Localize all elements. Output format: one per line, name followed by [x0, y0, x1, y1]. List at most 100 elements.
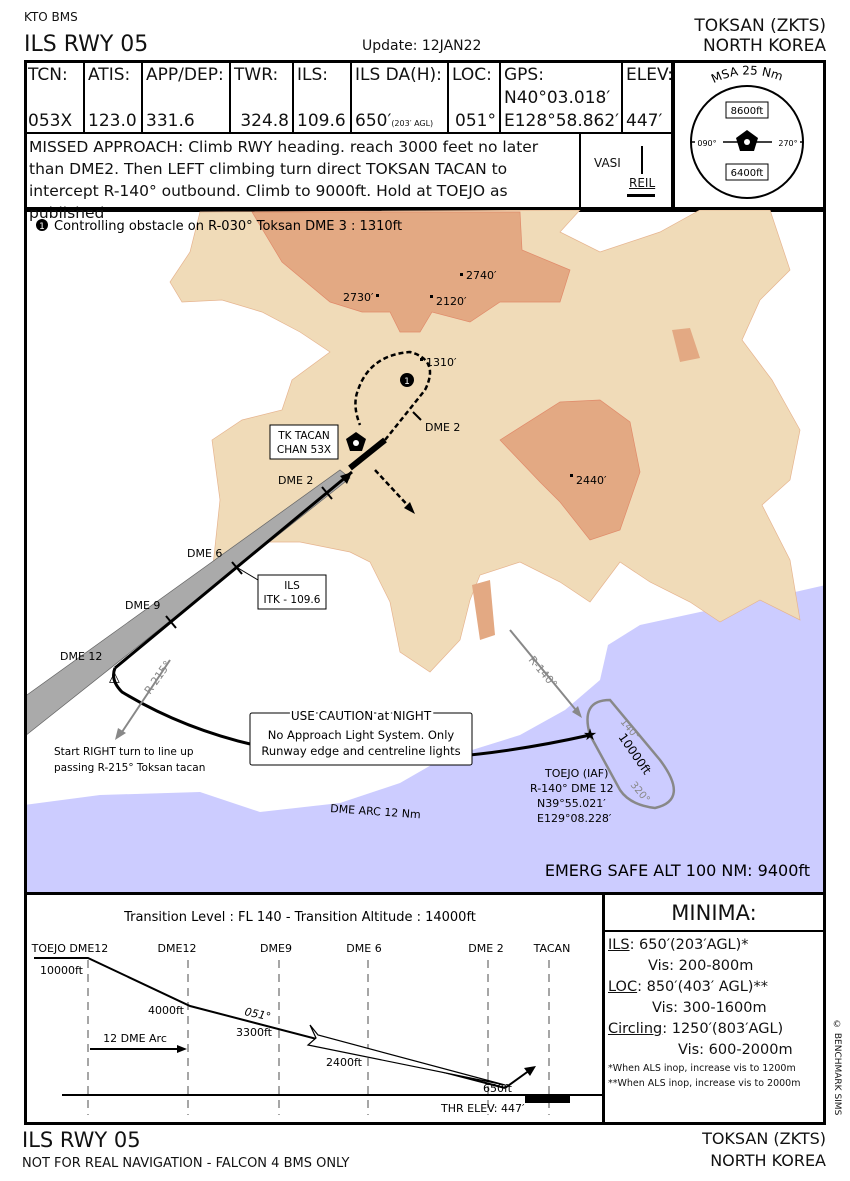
- minima-circling: Circling: 1250′(803′AGL): [608, 1021, 784, 1037]
- info-atis: ATIS:123.0: [84, 62, 142, 133]
- svg-text:TACAN: TACAN: [533, 942, 571, 955]
- tacan-icon: [346, 432, 366, 451]
- svg-text:DME 6: DME 6: [187, 547, 222, 560]
- svg-text:E129°08.228′: E129°08.228′: [537, 812, 612, 825]
- msa-right-bearing: 270°: [778, 139, 797, 148]
- minima-loc-vis: Vis: 300-1600m: [652, 1000, 767, 1016]
- minima-loc: LOC: 850′(403′ AGL)**: [608, 979, 768, 995]
- r140-line: [509, 629, 581, 716]
- runway-profile: [525, 1095, 570, 1103]
- tacan-name: TK TACAN: [277, 430, 330, 442]
- minima-ils: ILS: 650′(203′AGL)*: [608, 937, 749, 953]
- final-approach-course: [114, 470, 353, 670]
- terrain-low: [169, 210, 801, 673]
- caution-box: [249, 712, 473, 766]
- obstacle-marker: 1: [39, 222, 45, 232]
- reil-label: REIL: [629, 176, 656, 190]
- svg-text:2740′: 2740′: [466, 269, 497, 282]
- missed-approach-text: MISSED APPROACH: Climb RWY heading. reac…: [24, 133, 580, 222]
- footer-procedure: ILS RWY 05: [22, 1128, 141, 1152]
- info-app-dep: APP/DEP:331.6: [142, 62, 230, 133]
- caution-line-2: Runway edge and centreline lights: [261, 744, 460, 758]
- missed-approach-path: [354, 350, 432, 441]
- footer-airport: TOKSAN (ZKTS)NORTH KOREA: [702, 1129, 826, 1170]
- r215-label: R-215°: [142, 658, 174, 696]
- transition-info: Transition Level : FL 140 - Transition A…: [123, 910, 476, 925]
- svg-text:DME 12: DME 12: [60, 650, 102, 663]
- arc-segment-label: 12 DME Arc: [103, 1032, 167, 1045]
- msa-north-box: [725, 101, 769, 119]
- svg-text:3300ft: 3300ft: [236, 1026, 273, 1039]
- toejo-label: TOEJO (IAF) R-140° DME 12 N39°55.021′ E1…: [530, 767, 614, 825]
- info-twr: TWR:324.8: [230, 62, 293, 133]
- terrain-high: [251, 211, 571, 333]
- reil-icon: [627, 194, 655, 197]
- obstacle-marker-map: 1: [404, 377, 410, 387]
- copyright: © BENCHMARK SIMS: [832, 1020, 842, 1116]
- missed-arrow-icon: [524, 1066, 536, 1076]
- profile-fixes: TOEJO DME12 DME12 DME9 DME 6 DME 2 TACAN: [31, 942, 571, 955]
- vasi-label: VASI: [594, 156, 621, 170]
- minima-box: [602, 892, 826, 1125]
- info-ils-da: ILS DA(H):650′(203′ AGL): [351, 62, 448, 133]
- r140-label: R-140°: [526, 654, 560, 691]
- localizer-corridor: [27, 469, 351, 735]
- faf-arrow-icon: [306, 1024, 506, 1086]
- airport: TOKSAN (ZKTS): [694, 16, 826, 36]
- map-svg: ★ △ 1 Controlling obstacle on R-030° Tok…: [27, 210, 823, 892]
- info-gps: GPS:N40°03.018′E128°58.862′: [500, 62, 622, 133]
- msa-box: MSA 25 Nm 8600ft 6400ft 090° 270°: [672, 60, 829, 212]
- r215-line: [119, 659, 171, 736]
- svg-text:DME12: DME12: [158, 942, 197, 955]
- airport-name: TOKSAN (ZKTS)NORTH KOREA: [694, 16, 826, 56]
- dme-arc-label: DME ARC 12 Nm: [330, 802, 421, 821]
- profile-svg: Transition Level : FL 140 - Transition A…: [31, 910, 602, 1115]
- runway: [348, 437, 387, 471]
- dme12-triangle-icon: △: [109, 669, 120, 685]
- svg-text:DME 9: DME 9: [125, 599, 160, 612]
- svg-text:10000ft: 10000ft: [40, 964, 84, 977]
- tacan-channel: CHAN 53X: [277, 444, 331, 456]
- svg-text:1310′: 1310′: [426, 356, 457, 369]
- country: NORTH KOREA: [702, 36, 826, 56]
- org-label: KTO BMS: [24, 10, 78, 24]
- update-date: Update: 12JAN22: [362, 38, 482, 54]
- dme-labels: DME 2 DME 2 DME 6 DME 9 DME 12: [60, 421, 460, 663]
- info-loc: LOC:051°: [448, 62, 500, 133]
- footer-disclaimer: NOT FOR REAL NAVIGATION - FALCON 4 BMS O…: [22, 1156, 350, 1171]
- tacan-label-box: [269, 424, 339, 460]
- info-elev: ELEV:447′: [622, 62, 673, 133]
- start-right-note: Start RIGHT turn to line up: [54, 746, 194, 758]
- info-tcn: TCN:053X: [24, 62, 84, 133]
- caution-line-1: No Approach Light System. Only: [268, 728, 455, 742]
- svg-text:DME 2: DME 2: [425, 421, 460, 434]
- emergency-safe-altitude: EMERG SAFE ALT 100 NM: 9400ft: [545, 861, 810, 880]
- svg-text:TOEJO DME12: TOEJO DME12: [31, 942, 109, 955]
- holding-pattern: [586, 698, 676, 810]
- vasi-icon: [641, 146, 643, 174]
- minima-list: ILS: 650′(203′AGL)* Vis: 200-800m LOC: 8…: [608, 935, 824, 1091]
- svg-text:R-140° DME 12: R-140° DME 12: [530, 782, 614, 795]
- msa-title: MSA 25 Nm: [709, 63, 785, 86]
- svg-text:4000ft: 4000ft: [148, 1004, 185, 1017]
- minima-circling-vis: Vis: 600-2000m: [678, 1042, 793, 1058]
- spot-elevations: 2740′ 2730′ 2120′ 1310′ 2440′: [343, 269, 607, 487]
- tacan-icon: [736, 130, 758, 151]
- svg-text:DME 2: DME 2: [278, 474, 313, 487]
- toejo-fix-icon: ★: [583, 725, 597, 744]
- ils-label-box: [257, 574, 327, 610]
- minima-ils-vis: Vis: 200-800m: [648, 958, 754, 974]
- missed-approach-outbound: [374, 469, 413, 511]
- svg-text:2120′: 2120′: [436, 295, 467, 308]
- minima-title: MINIMA:: [602, 895, 826, 932]
- dme-arc: [112, 667, 591, 761]
- obstacle-note: Controlling obstacle on R-030° Toksan DM…: [54, 219, 402, 234]
- msa-left-bearing: 090°: [697, 139, 716, 148]
- svg-text:DME 2: DME 2: [468, 942, 503, 955]
- start-right-note-2: passing R-215° Toksan tacan: [54, 762, 205, 774]
- threshold-elevation: THR ELEV: 447′: [440, 1102, 525, 1115]
- svg-text:650ft: 650ft: [483, 1082, 513, 1095]
- profile-altitudes: 10000ft 4000ft 3300ft 2400ft 650ft: [40, 964, 513, 1095]
- info-ils: ILS:109.6: [293, 62, 351, 133]
